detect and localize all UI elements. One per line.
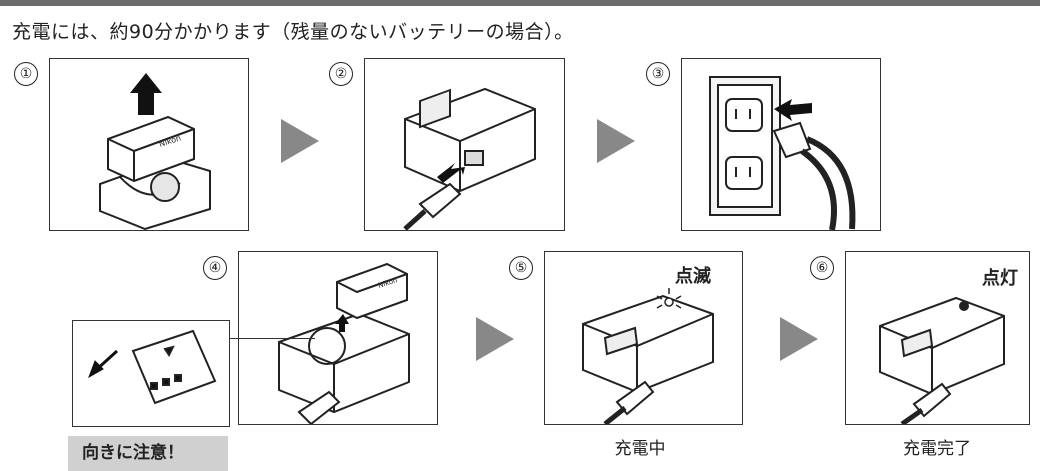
- plug-into-wall-outlet-illustration: [709, 76, 856, 230]
- cord-into-charger-illustration: [403, 87, 536, 230]
- step-6-number: ⑥: [810, 256, 834, 280]
- top-rule: [0, 0, 1040, 6]
- step-2-number: ②: [329, 62, 353, 86]
- battery-icon: Nikon: [336, 262, 408, 320]
- plug-icon: [772, 121, 856, 230]
- next-step-arrow-icon: [476, 317, 514, 361]
- orientation-detail-illustration: [88, 329, 217, 405]
- step-3-number: ③: [646, 62, 670, 86]
- plug-icon: [403, 182, 462, 230]
- battery-into-charger-illustration: Nikon: [99, 73, 211, 230]
- step-5-panel: 点滅: [544, 251, 743, 425]
- charging-blinking-illustration: [582, 288, 714, 424]
- step-5-number: ⑤: [509, 256, 533, 280]
- plug-icon: [297, 390, 341, 424]
- up-arrow-icon: [130, 73, 162, 115]
- insert-arrow-icon: [774, 99, 812, 121]
- step-3-panel: [681, 58, 881, 231]
- status-lit-label: 点灯: [982, 268, 1018, 289]
- step-1-panel: Nikon: [49, 58, 249, 231]
- orientation-arrow-icon: [88, 349, 119, 379]
- battery-contact-icon: [131, 329, 217, 405]
- plug-icon: [900, 382, 952, 424]
- next-step-arrow-icon: [780, 317, 818, 361]
- step-4-number: ④: [203, 256, 227, 280]
- orientation-detail-panel: [72, 320, 230, 427]
- next-step-arrow-icon: [281, 119, 319, 163]
- page-heading: 充電には、約90分かかります（残量のないバッテリーの場合）。: [12, 21, 574, 43]
- step-6-panel: 点灯: [845, 251, 1030, 425]
- battery-icon: Nikon: [107, 115, 195, 183]
- orientation-note: 向きに注意！: [68, 436, 228, 471]
- status-blinking-label: 点滅: [675, 266, 711, 287]
- charger-icon: [404, 87, 536, 193]
- down-arrow-icon: [335, 314, 349, 332]
- charger-icon: [879, 296, 1005, 396]
- charge-complete-caption: 充電完了: [903, 439, 971, 459]
- charger-icon: [582, 294, 714, 394]
- charging-complete-illustration: [879, 296, 1005, 424]
- insert-arrow-icon: [437, 163, 465, 183]
- step-2-panel: [364, 58, 565, 231]
- step-1-number: ①: [14, 62, 38, 86]
- wall-outlet-icon: [709, 76, 781, 216]
- plug-icon: [603, 380, 655, 424]
- detail-connector-line: [229, 338, 315, 339]
- charging-caption: 充電中: [614, 439, 666, 459]
- next-step-arrow-icon: [597, 119, 635, 163]
- blinking-lamp-icon: [656, 288, 682, 309]
